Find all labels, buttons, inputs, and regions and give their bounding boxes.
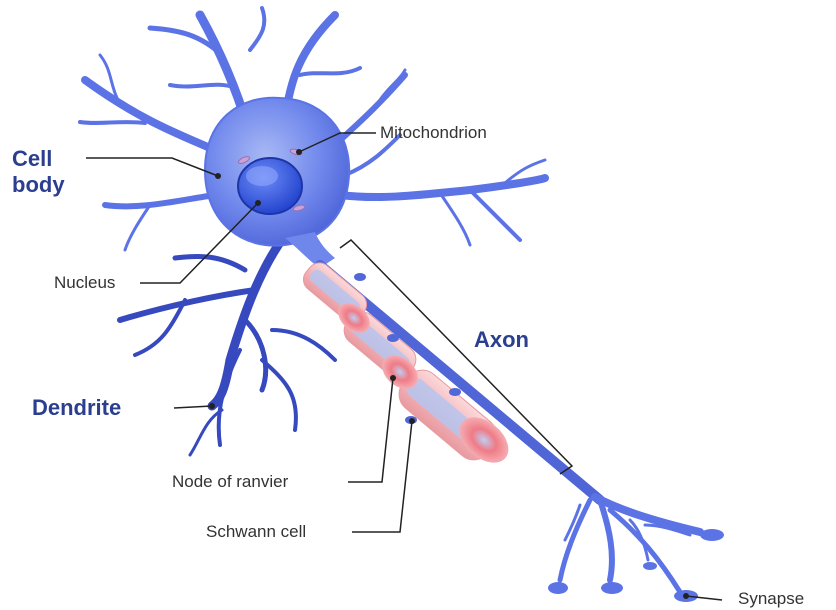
dendrite-label: Dendrite [32, 395, 121, 421]
axon-hillock [285, 232, 335, 268]
schwann-cell-label: Schwann cell [206, 522, 306, 542]
axon-label: Axon [474, 327, 529, 353]
nucleus-highlight [246, 166, 278, 186]
nucleus-label: Nucleus [54, 273, 115, 293]
nucleus-shape [238, 158, 302, 214]
node-of-ranvier-label: Node of ranvier [172, 472, 288, 492]
dendrites-lower [120, 235, 335, 455]
mitochondrion-label: Mitochondrion [380, 123, 487, 143]
cell-body-label-line2: body [12, 172, 65, 198]
axon-terminals [560, 497, 700, 592]
synapse-label: Synapse [738, 589, 804, 609]
cell-body-label-line1: Cell [12, 146, 65, 172]
cell-body-label: Cell body [12, 146, 65, 198]
